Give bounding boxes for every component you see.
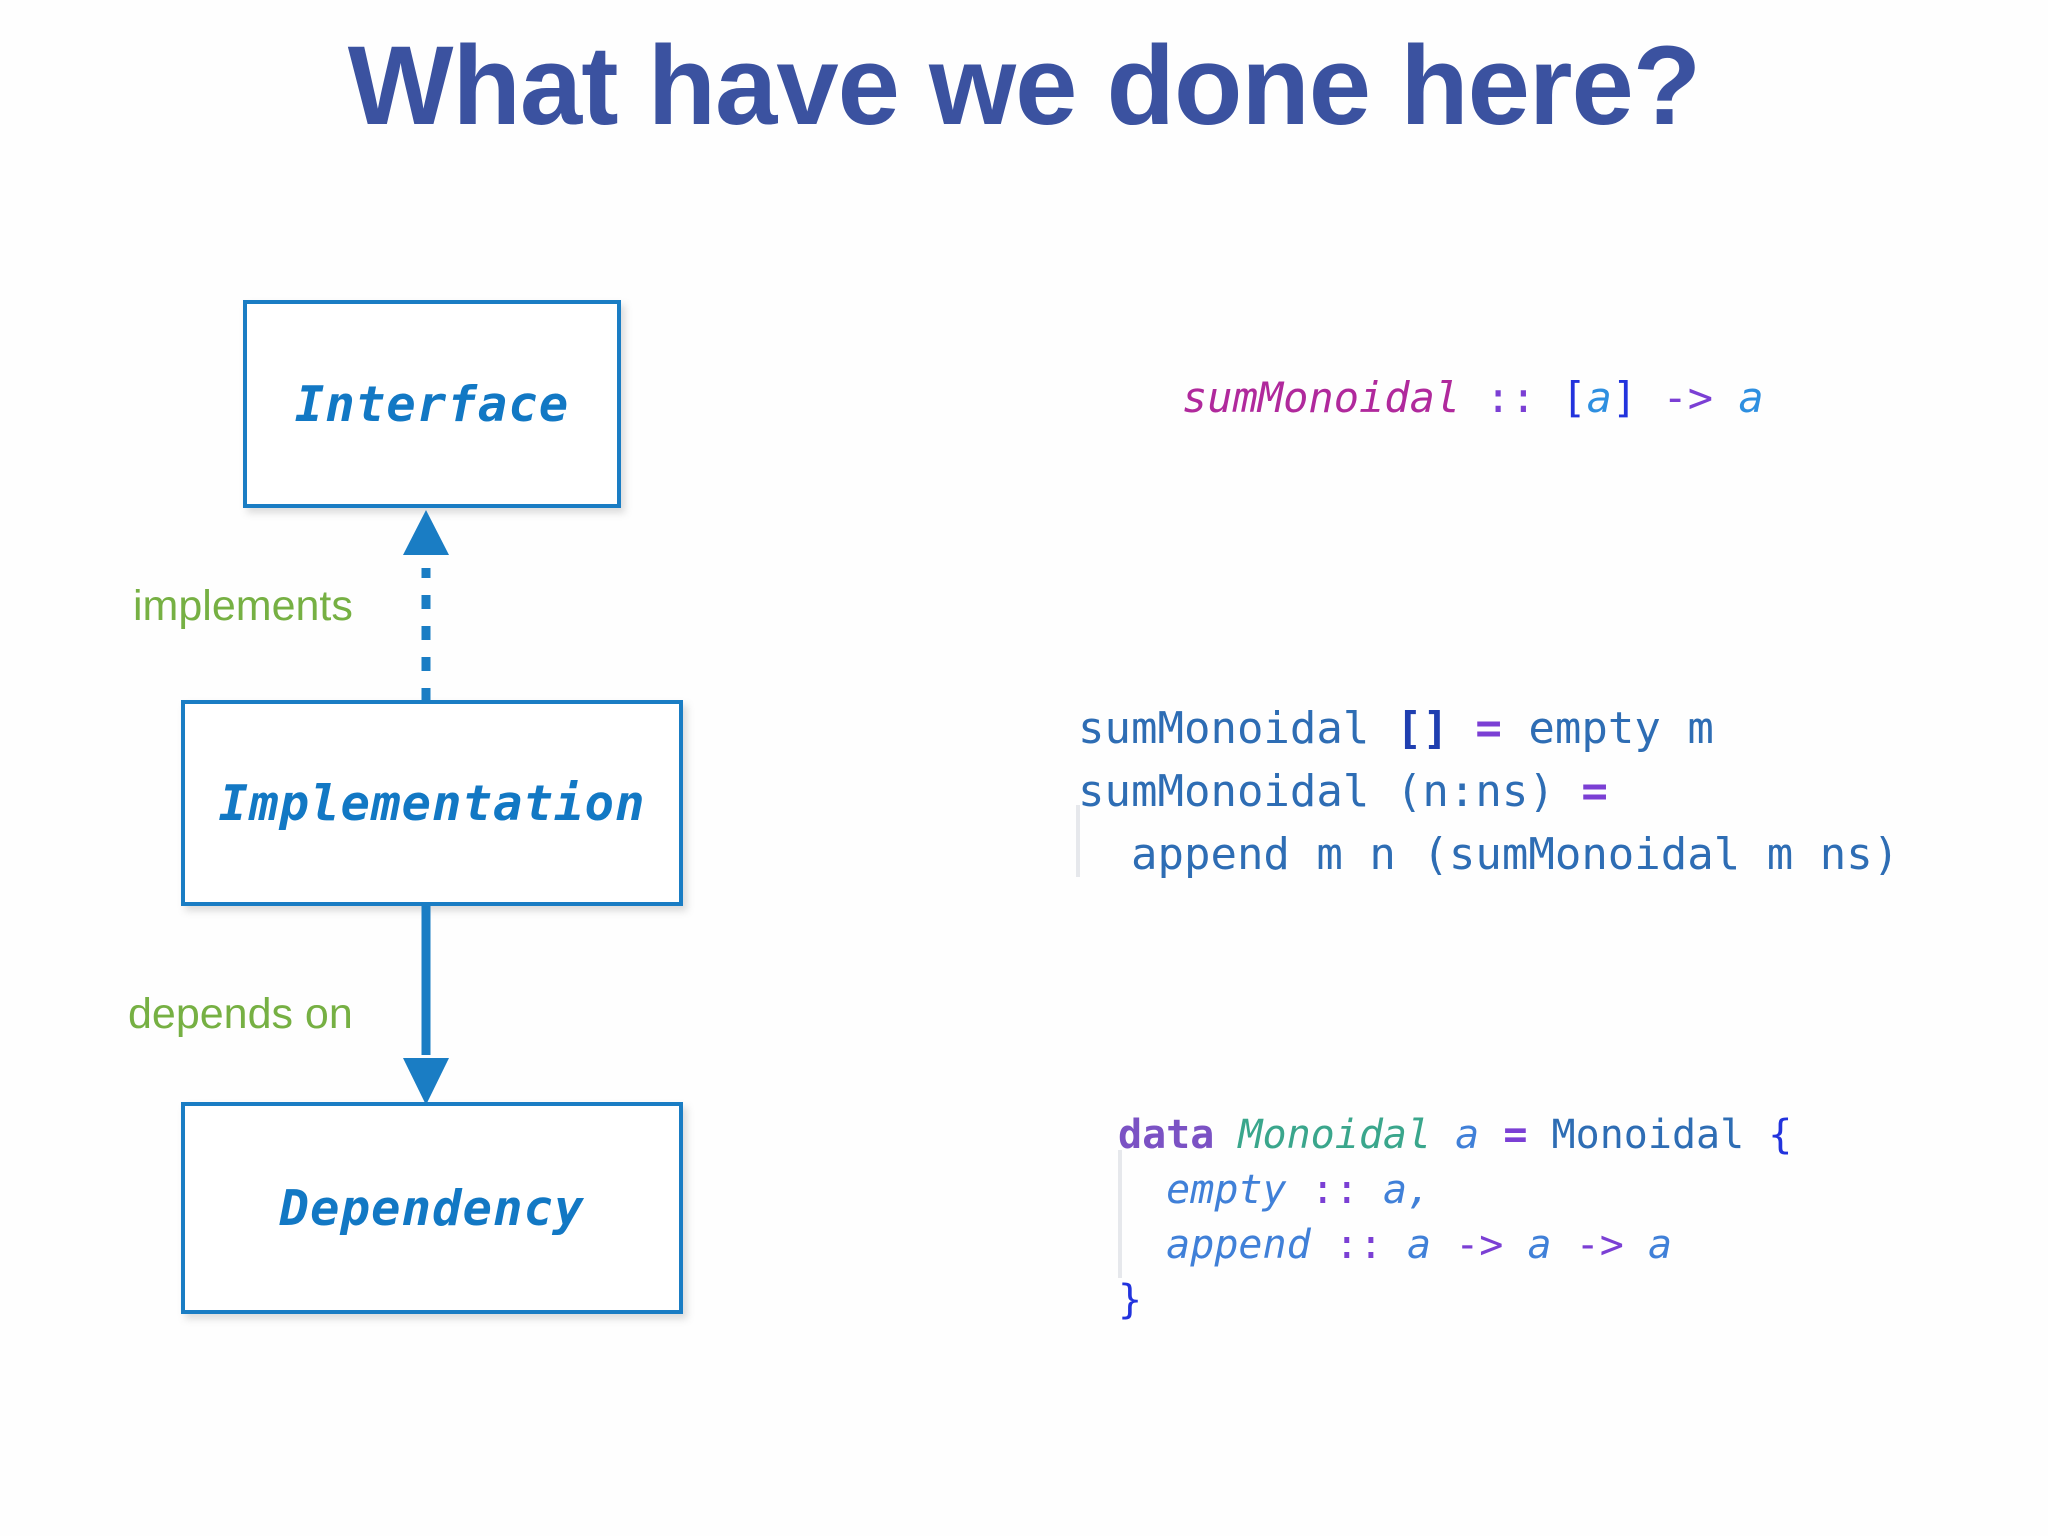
code-token-open-brace: { xyxy=(1768,1112,1793,1158)
code-token-has-type-op: :: xyxy=(1334,1222,1383,1268)
code-token-space xyxy=(1624,1222,1648,1268)
indent-guide-line xyxy=(1076,805,1080,877)
code-token-fn-name: sumMonoidal xyxy=(1078,766,1370,817)
code-token-arrow: -> xyxy=(1575,1222,1624,1268)
code-line: empty :: a, xyxy=(1118,1163,1792,1218)
diagram-node-interface[interactable]: Interface xyxy=(243,300,621,508)
depends-on-arrow-icon xyxy=(403,903,449,1105)
code-token-open-bracket: [ xyxy=(1561,373,1587,422)
code-token-cons-pattern: (n:ns) xyxy=(1395,766,1555,817)
code-token-arrow: -> xyxy=(1662,373,1714,422)
code-token-space xyxy=(1637,373,1662,422)
code-token-space xyxy=(1431,1222,1455,1268)
page-title: What have we done here? xyxy=(347,23,1701,148)
code-data-declaration: data Monoidal a = Monoidal { empty :: a,… xyxy=(1118,1108,1792,1328)
code-token-space xyxy=(1713,373,1738,422)
code-token-field-name: append xyxy=(1166,1222,1311,1268)
code-token-keyword-data: data xyxy=(1118,1112,1215,1158)
code-token-field-type-2: a xyxy=(1527,1222,1552,1268)
code-token-field-name: empty xyxy=(1166,1167,1287,1213)
code-token-space xyxy=(1311,1222,1335,1268)
code-token-space xyxy=(1502,703,1529,754)
diagram-node-dependency-label: Dependency xyxy=(279,1179,585,1237)
code-token-close-brace: } xyxy=(1118,1277,1143,1323)
code-token-space xyxy=(1527,1112,1551,1158)
code-token-space xyxy=(1383,1222,1407,1268)
code-token-field-type-3: a xyxy=(1647,1222,1673,1268)
code-token-indent xyxy=(1078,829,1131,880)
code-token-equals: = xyxy=(1475,703,1502,754)
code-token-indent xyxy=(1118,1222,1166,1268)
code-token-equals: = xyxy=(1581,766,1608,817)
diagram-node-dependency[interactable]: Dependency xyxy=(181,1102,683,1314)
code-token-space xyxy=(1287,1167,1311,1213)
code-type-signature: sumMonoidal :: [a] -> a xyxy=(1182,366,1764,429)
code-token-field-type: a xyxy=(1382,1167,1408,1213)
edge-label-implements: implements xyxy=(133,582,353,630)
code-token-space xyxy=(1503,1222,1527,1268)
code-token-fn-name: sumMonoidal xyxy=(1078,703,1370,754)
code-token-close-bracket: ] xyxy=(1611,373,1638,422)
code-token-type-var: a xyxy=(1455,1112,1480,1158)
diagram-node-interface-label: Interface xyxy=(294,375,570,433)
code-token-has-type-op: :: xyxy=(1310,1167,1359,1213)
code-token-space xyxy=(1744,1112,1768,1158)
code-line: sumMonoidal [] = empty m xyxy=(1078,697,1899,760)
code-token-space xyxy=(1536,373,1561,422)
code-line: append m n (sumMonoidal m ns) xyxy=(1078,823,1899,886)
code-token-type-var: a xyxy=(1738,373,1764,422)
code-token-space xyxy=(1460,373,1485,422)
code-line: sumMonoidal (n:ns) = xyxy=(1078,760,1899,823)
code-token-space xyxy=(1552,1222,1576,1268)
implements-arrow-icon xyxy=(403,510,449,702)
code-token-constructor: Monoidal xyxy=(1551,1112,1745,1158)
code-token-indent xyxy=(1118,1167,1166,1213)
code-token-space xyxy=(1431,1112,1455,1158)
code-token-comma: , xyxy=(1407,1167,1432,1213)
code-token-empty-list-pattern: [] xyxy=(1395,703,1449,754)
indent-guide-line xyxy=(1118,1150,1122,1278)
code-token-space xyxy=(1369,766,1396,817)
code-token-has-type-op: :: xyxy=(1485,373,1537,422)
code-token-equals: = xyxy=(1503,1112,1528,1158)
code-token-field-type-1: a xyxy=(1407,1222,1432,1268)
code-line: } xyxy=(1118,1273,1792,1328)
code-line: data Monoidal a = Monoidal { xyxy=(1118,1108,1792,1163)
code-token-space xyxy=(1214,1112,1238,1158)
code-token-space xyxy=(1369,703,1396,754)
edge-label-depends-on: depends on xyxy=(128,990,353,1038)
code-token-body: append m n (sumMonoidal m ns) xyxy=(1130,829,1900,880)
code-token-space xyxy=(1479,1112,1503,1158)
diagram-node-implementation[interactable]: Implementation xyxy=(181,700,683,906)
code-token-arrow: -> xyxy=(1455,1222,1504,1268)
code-token-body: empty m xyxy=(1528,703,1714,754)
code-token-space xyxy=(1555,766,1582,817)
code-token-space xyxy=(1359,1167,1383,1213)
code-token-type-var: a xyxy=(1586,373,1612,422)
code-line: append :: a -> a -> a xyxy=(1118,1218,1792,1273)
code-token-fn-name: sumMonoidal xyxy=(1182,373,1461,422)
code-token-type-name: Monoidal xyxy=(1238,1112,1432,1158)
code-token-space xyxy=(1449,703,1476,754)
diagram-node-implementation-label: Implementation xyxy=(218,774,646,832)
